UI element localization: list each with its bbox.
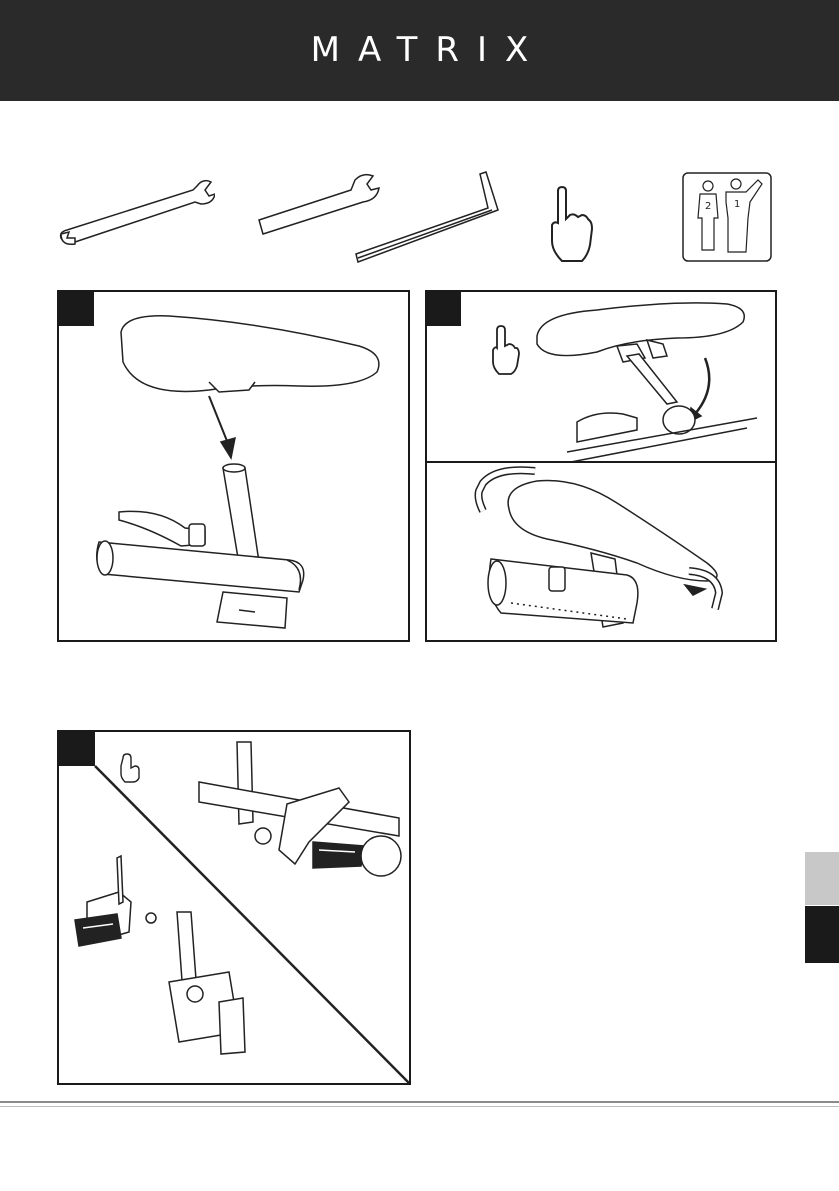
hand-tighten-icon xyxy=(548,185,594,265)
step-number-box xyxy=(59,732,95,766)
seat-install-illustration xyxy=(59,292,408,640)
pedal-install-illustration xyxy=(59,732,409,1083)
step-number-box xyxy=(59,292,94,326)
step-3-panel xyxy=(425,461,777,642)
section-tab-light xyxy=(805,852,839,905)
open-end-wrench-icon xyxy=(55,172,215,252)
seat-adjust-illustration xyxy=(427,463,775,640)
step-number-box xyxy=(427,292,461,326)
step-1-panel xyxy=(57,290,410,642)
footer-divider-thin xyxy=(0,1106,839,1107)
seat-tighten-illustration xyxy=(427,292,775,462)
footer-divider xyxy=(0,1101,839,1103)
person-label-2: 2 xyxy=(705,201,711,212)
step-4-panel xyxy=(57,730,411,1085)
step-2-panel xyxy=(425,290,777,464)
header-bar: MATRIX xyxy=(0,0,839,101)
brand-logo: MATRIX xyxy=(0,30,839,70)
hex-key-icon xyxy=(352,168,502,268)
two-person-assembly-icon: 2 1 xyxy=(682,172,772,262)
person-label-1: 1 xyxy=(734,199,740,210)
section-tab-dark xyxy=(805,906,839,963)
